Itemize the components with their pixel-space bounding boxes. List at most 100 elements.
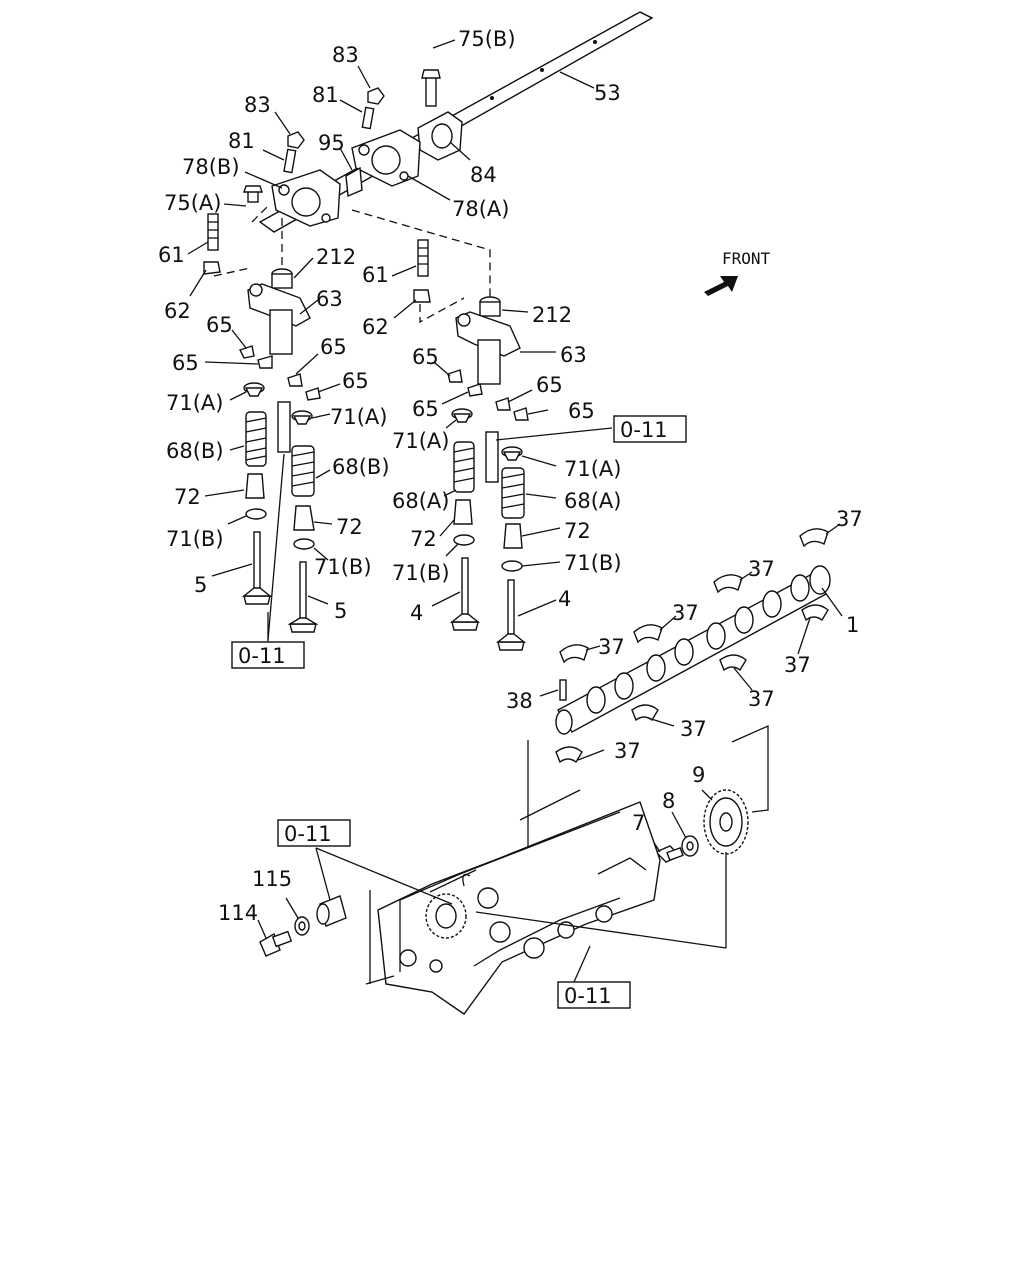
label-68a-r2: 68(A) [564,489,621,513]
cap-212-right [479,296,501,317]
bearing-37-b [713,574,743,594]
washer-71b-r1 [453,534,475,546]
label-4-r2: 4 [558,587,571,611]
label-38: 38 [506,689,533,713]
bearing-37-h [555,746,583,764]
retainer-71a-l1 [243,382,265,397]
label-72-r1: 72 [410,527,437,551]
valve-4-r2 [496,579,526,651]
svg-text:0-11: 0-11 [564,984,612,1008]
ref-box-0-11-left[interactable]: 0-11 [231,641,305,669]
label-4-r1: 4 [410,601,423,625]
bolt-7 [654,845,684,863]
label-65-r4: 65 [568,399,595,423]
seal-72-r2 [503,523,523,549]
label-62-right: 62 [362,315,389,339]
label-37-f: 37 [748,687,775,711]
ref-box-0-11-upper[interactable]: 0-11 [613,415,687,443]
cam-gear-9 [703,789,749,855]
label-212-right: 212 [532,303,572,327]
label-65-l3: 65 [320,335,347,359]
label-65-l2: 65 [172,351,199,375]
spring-68b-l1 [245,411,267,467]
spacer-115 [316,895,347,927]
label-5-l1: 5 [194,573,207,597]
label-71b-r1: 71(B) [392,561,450,585]
seal-72-l2 [293,505,315,531]
seal-72-r1 [453,499,473,525]
label-115: 115 [252,867,292,891]
label-65-l1: 65 [206,313,233,337]
cap-212-left [271,268,293,289]
label-37-a: 37 [836,507,863,531]
washer-71b-l2 [293,538,315,550]
cylinder-head [377,801,661,1015]
retainer-71a-r1 [451,408,473,423]
nut-62-right [413,289,431,303]
adjust-screw-61-right [417,239,429,277]
rocker-bracket-84 [417,69,463,161]
retainer-71a-r2 [501,446,523,461]
label-81-lower: 81 [228,129,255,153]
collet-65-r3 [495,397,511,411]
label-9: 9 [692,763,705,787]
rocker-arm-63-left [247,283,311,355]
rocker-arm-63-right [455,311,521,385]
label-37-b: 37 [748,557,775,581]
retainer-71a-l2 [291,410,313,425]
collet-65-l4 [305,387,321,401]
label-114: 114 [218,901,258,925]
label-72-r2: 72 [564,519,591,543]
label-75a: 75(A) [164,191,221,215]
label-68b-l2: 68(B) [332,455,390,479]
label-37-h: 37 [614,739,641,763]
valve-4-r1 [450,557,480,631]
label-7: 7 [632,811,645,835]
label-68a-r1: 68(A) [392,489,449,513]
label-71b-l2: 71(B) [314,555,372,579]
pin-38 [559,679,567,701]
front-label: FRONT [722,249,771,268]
ref-box-0-11-head[interactable]: 0-11 [277,819,351,847]
label-81-upper: 81 [312,83,339,107]
label-37-e: 37 [784,653,811,677]
label-71a-r1: 71(A) [392,429,449,453]
collet-65-r2 [467,383,483,397]
label-37-c: 37 [672,601,699,625]
label-63-right: 63 [560,343,587,367]
label-63-left: 63 [316,287,343,311]
label-61-left: 61 [158,243,185,267]
label-72-l1: 72 [174,485,201,509]
label-37-g: 37 [680,717,707,741]
ref-box-0-11-bottom[interactable]: 0-11 [557,981,631,1009]
label-62-left: 62 [164,299,191,323]
spring-68b-l2 [291,445,315,497]
label-71b-l1: 71(B) [166,527,224,551]
label-71a-l1: 71(A) [166,391,223,415]
bearing-37-d [559,644,589,664]
svg-text:0-11: 0-11 [238,644,286,668]
seal-72-l1 [245,473,265,499]
washer-8 [681,835,699,857]
collet-65-r4 [513,407,529,421]
label-83-upper: 83 [332,43,359,67]
callout-labels: 75(B) 53 83 81 83 81 95 84 78(B) 78(A) 7… [158,27,863,925]
washer-71b-r2 [501,560,523,572]
collet-65-l1 [239,345,255,359]
washer-115 [294,916,310,936]
adjust-screw-61-left [207,213,219,251]
bearing-37-c [633,624,663,644]
label-65-l4: 65 [342,369,369,393]
label-65-r1: 65 [412,345,439,369]
rocker-bracket-78a [351,129,421,187]
label-83-lower: 83 [244,93,271,117]
bolt-75a [243,185,263,203]
spring-68a-r1 [453,441,475,493]
label-1: 1 [846,613,859,637]
label-61-right: 61 [362,263,389,287]
collet-65-r1 [447,369,463,383]
valve-5-l1 [242,531,272,605]
stud-81-lower [283,148,297,174]
